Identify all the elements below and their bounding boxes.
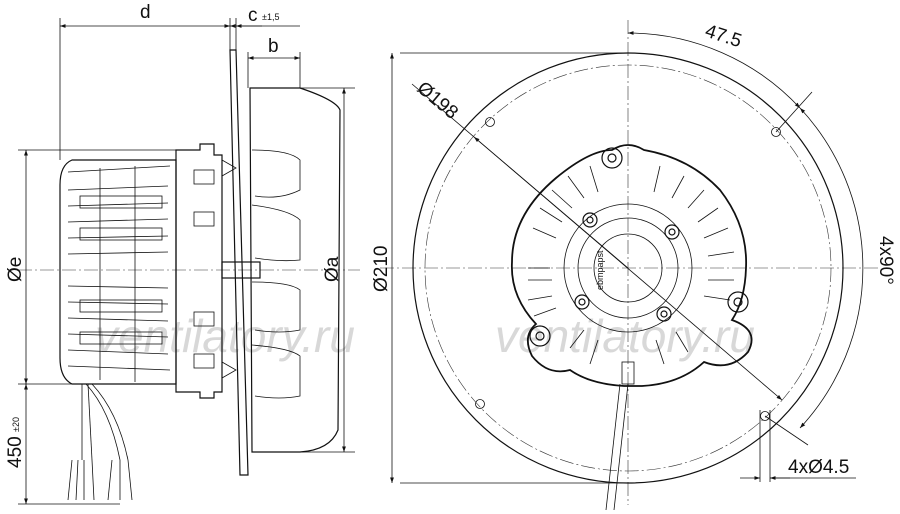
dim-c-tolerance: ±1,5 <box>262 12 279 22</box>
impeller <box>249 87 341 453</box>
dim-e-label: Øe <box>5 257 26 282</box>
dim-d-label: d <box>140 2 151 23</box>
cables <box>67 383 133 501</box>
mounting-plate <box>229 49 249 476</box>
dim-hole-spacing: 4x90° <box>875 236 896 285</box>
motor-cage-ribs <box>67 165 171 382</box>
shaft <box>221 261 261 279</box>
front-view: ebmpapst Ø210 Ø198 47.5 4x90° 4xØ4.5 <box>371 20 896 511</box>
flange-details <box>193 159 237 379</box>
dim-plate-diameter: Ø210 <box>371 246 392 292</box>
motor-flange <box>175 143 223 399</box>
watermark-right: ventilatory.ru <box>495 310 755 362</box>
mounting-holes <box>475 117 781 421</box>
motor-front-ribs <box>527 165 735 365</box>
dim-c-label: c <box>248 5 258 26</box>
dim-blade-diameter: Ø198 <box>413 78 462 124</box>
motor-front-outline <box>511 144 753 387</box>
motor-brand-label: ebmpapst <box>595 250 605 290</box>
cable-exit <box>605 361 635 511</box>
dim-b-label: b <box>268 36 279 57</box>
dim-a-label: Øa <box>322 256 343 282</box>
dim-cable-label: 450 <box>5 436 26 468</box>
dim-holes: 4xØ4.5 <box>788 457 849 478</box>
side-view: d c ±1,5 b Øa Øe 450 ±20 <box>5 2 360 505</box>
dim-cable-tolerance: ±20 <box>11 417 21 432</box>
motor-screws <box>529 147 749 347</box>
